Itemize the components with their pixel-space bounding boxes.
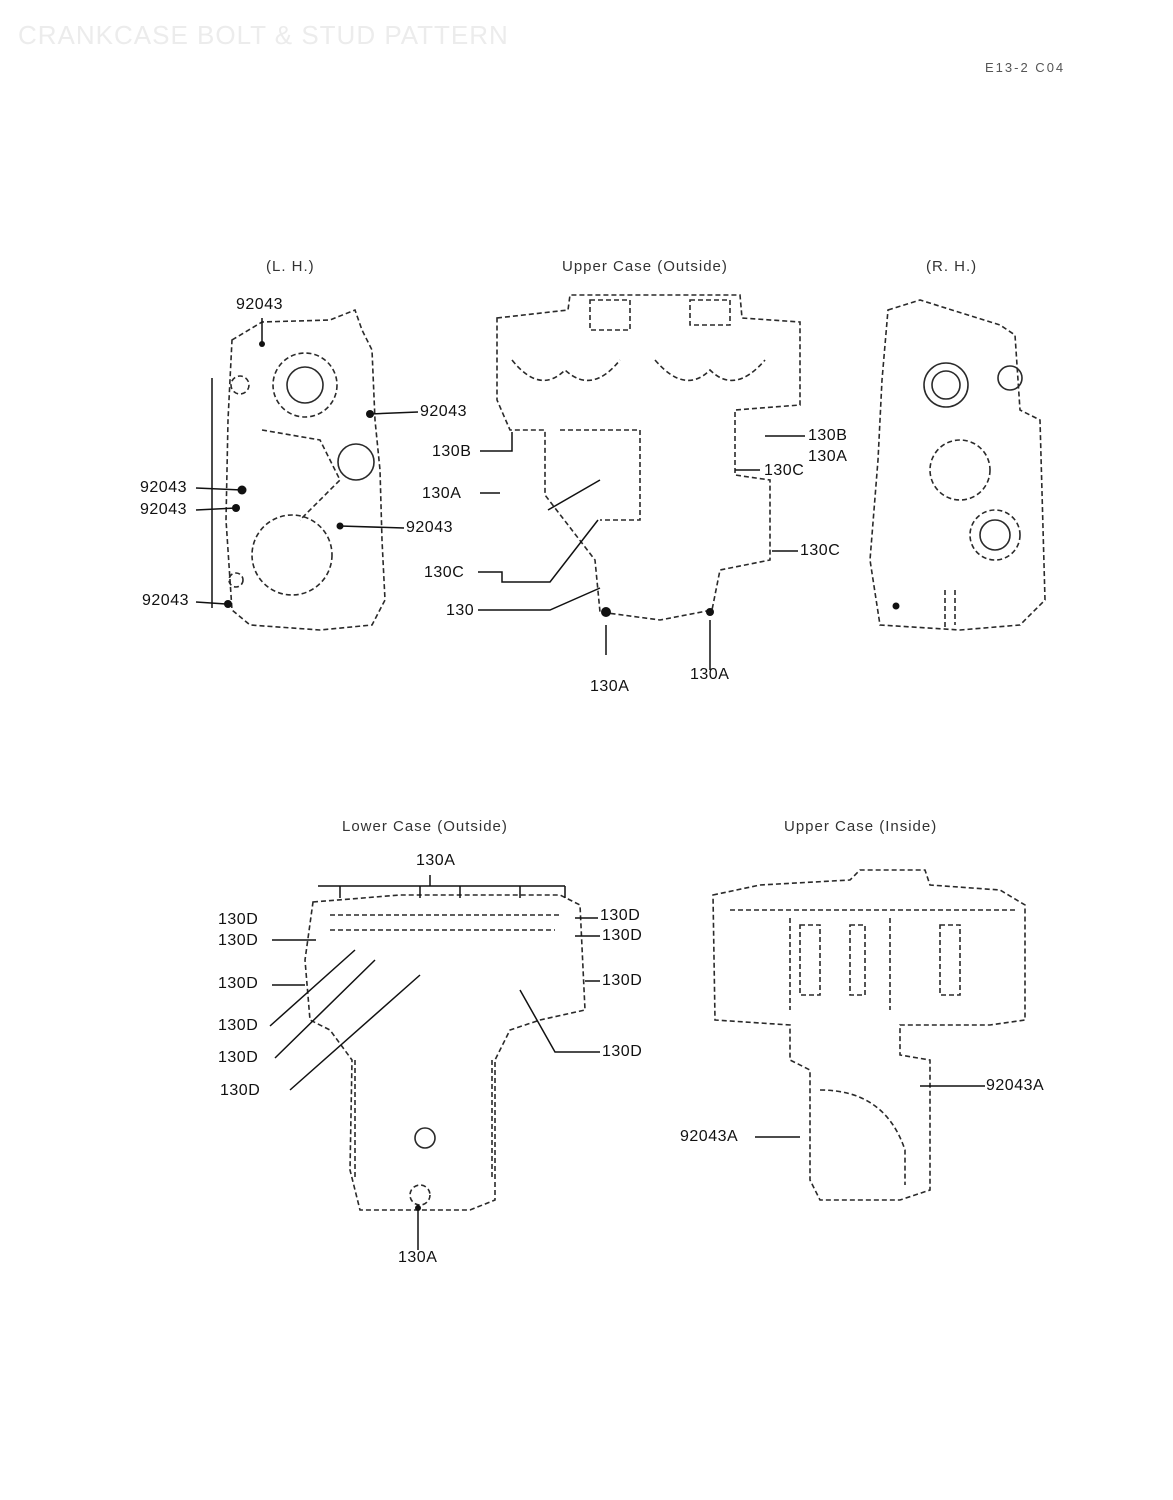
callout-lh-92043-top: 92043 <box>236 296 283 313</box>
callout-lower-130d-right-4: 130D <box>602 1043 643 1060</box>
callout-lh-92043-left-2: 92043 <box>140 501 187 518</box>
rh-case-outline <box>869 299 1046 631</box>
callout-lower-130d-left-5: 130D <box>218 1049 259 1066</box>
callout-lower-130a-top: 130A <box>416 852 456 869</box>
callout-lh-92043-right-lower: 92043 <box>406 519 453 536</box>
callout-lower-130d-left-2: 130D <box>218 932 259 949</box>
upper-outside-case-outline <box>496 294 801 621</box>
callout-upper-130a-bottom-right: 130A <box>690 666 730 683</box>
view-title-rh: (R. H.) <box>926 258 978 275</box>
callout-lower-130d-left-6: 130D <box>220 1082 261 1099</box>
callout-upper-130c-right-upper: 130C <box>764 462 805 479</box>
callout-upper-130a-bottom-left: 130A <box>590 678 630 695</box>
callout-upper-130b-right: 130B <box>808 427 848 444</box>
callout-lower-130d-right-1: 130D <box>600 907 641 924</box>
view-title-lh: (L. H.) <box>266 258 315 275</box>
callout-lh-92043-right-upper: 92043 <box>420 403 467 420</box>
callout-upper-130a-left: 130A <box>422 485 462 502</box>
view-title-upper-inside: Upper Case (Inside) <box>784 818 938 835</box>
callout-upper-130-left: 130 <box>446 602 475 619</box>
callout-lower-130d-left-1: 130D <box>218 911 259 928</box>
callout-upper-130b-left: 130B <box>432 443 472 460</box>
callout-upper-inside-92043a-right: 92043A <box>986 1077 1045 1094</box>
lh-case-outline <box>225 308 386 631</box>
callout-lower-130a-bottom: 130A <box>398 1249 438 1266</box>
callout-lower-130d-left-4: 130D <box>218 1017 259 1034</box>
callout-lower-130d-right-2: 130D <box>602 927 643 944</box>
callout-upper-inside-92043a-left: 92043A <box>680 1128 739 1145</box>
page-title: CRANKCASE BOLT & STUD PATTERN <box>18 20 509 50</box>
callout-lh-92043-bottom: 92043 <box>142 592 189 609</box>
reference-code: E13-2 C04 <box>985 60 1066 75</box>
callout-lh-92043-left-1: 92043 <box>140 479 187 496</box>
callout-lower-130d-left-3: 130D <box>218 975 259 992</box>
callout-lower-130d-right-3: 130D <box>602 972 643 989</box>
callout-upper-130c-right-lower: 130C <box>800 542 841 559</box>
upper-inside-case-outline <box>712 869 1026 1201</box>
view-title-lower-outside: Lower Case (Outside) <box>342 818 508 835</box>
callout-upper-130c-left: 130C <box>424 564 465 581</box>
callout-upper-130a-right: 130A <box>808 448 848 465</box>
lower-outside-case-outline <box>304 894 586 1211</box>
view-title-upper-outside: Upper Case (Outside) <box>562 258 728 275</box>
